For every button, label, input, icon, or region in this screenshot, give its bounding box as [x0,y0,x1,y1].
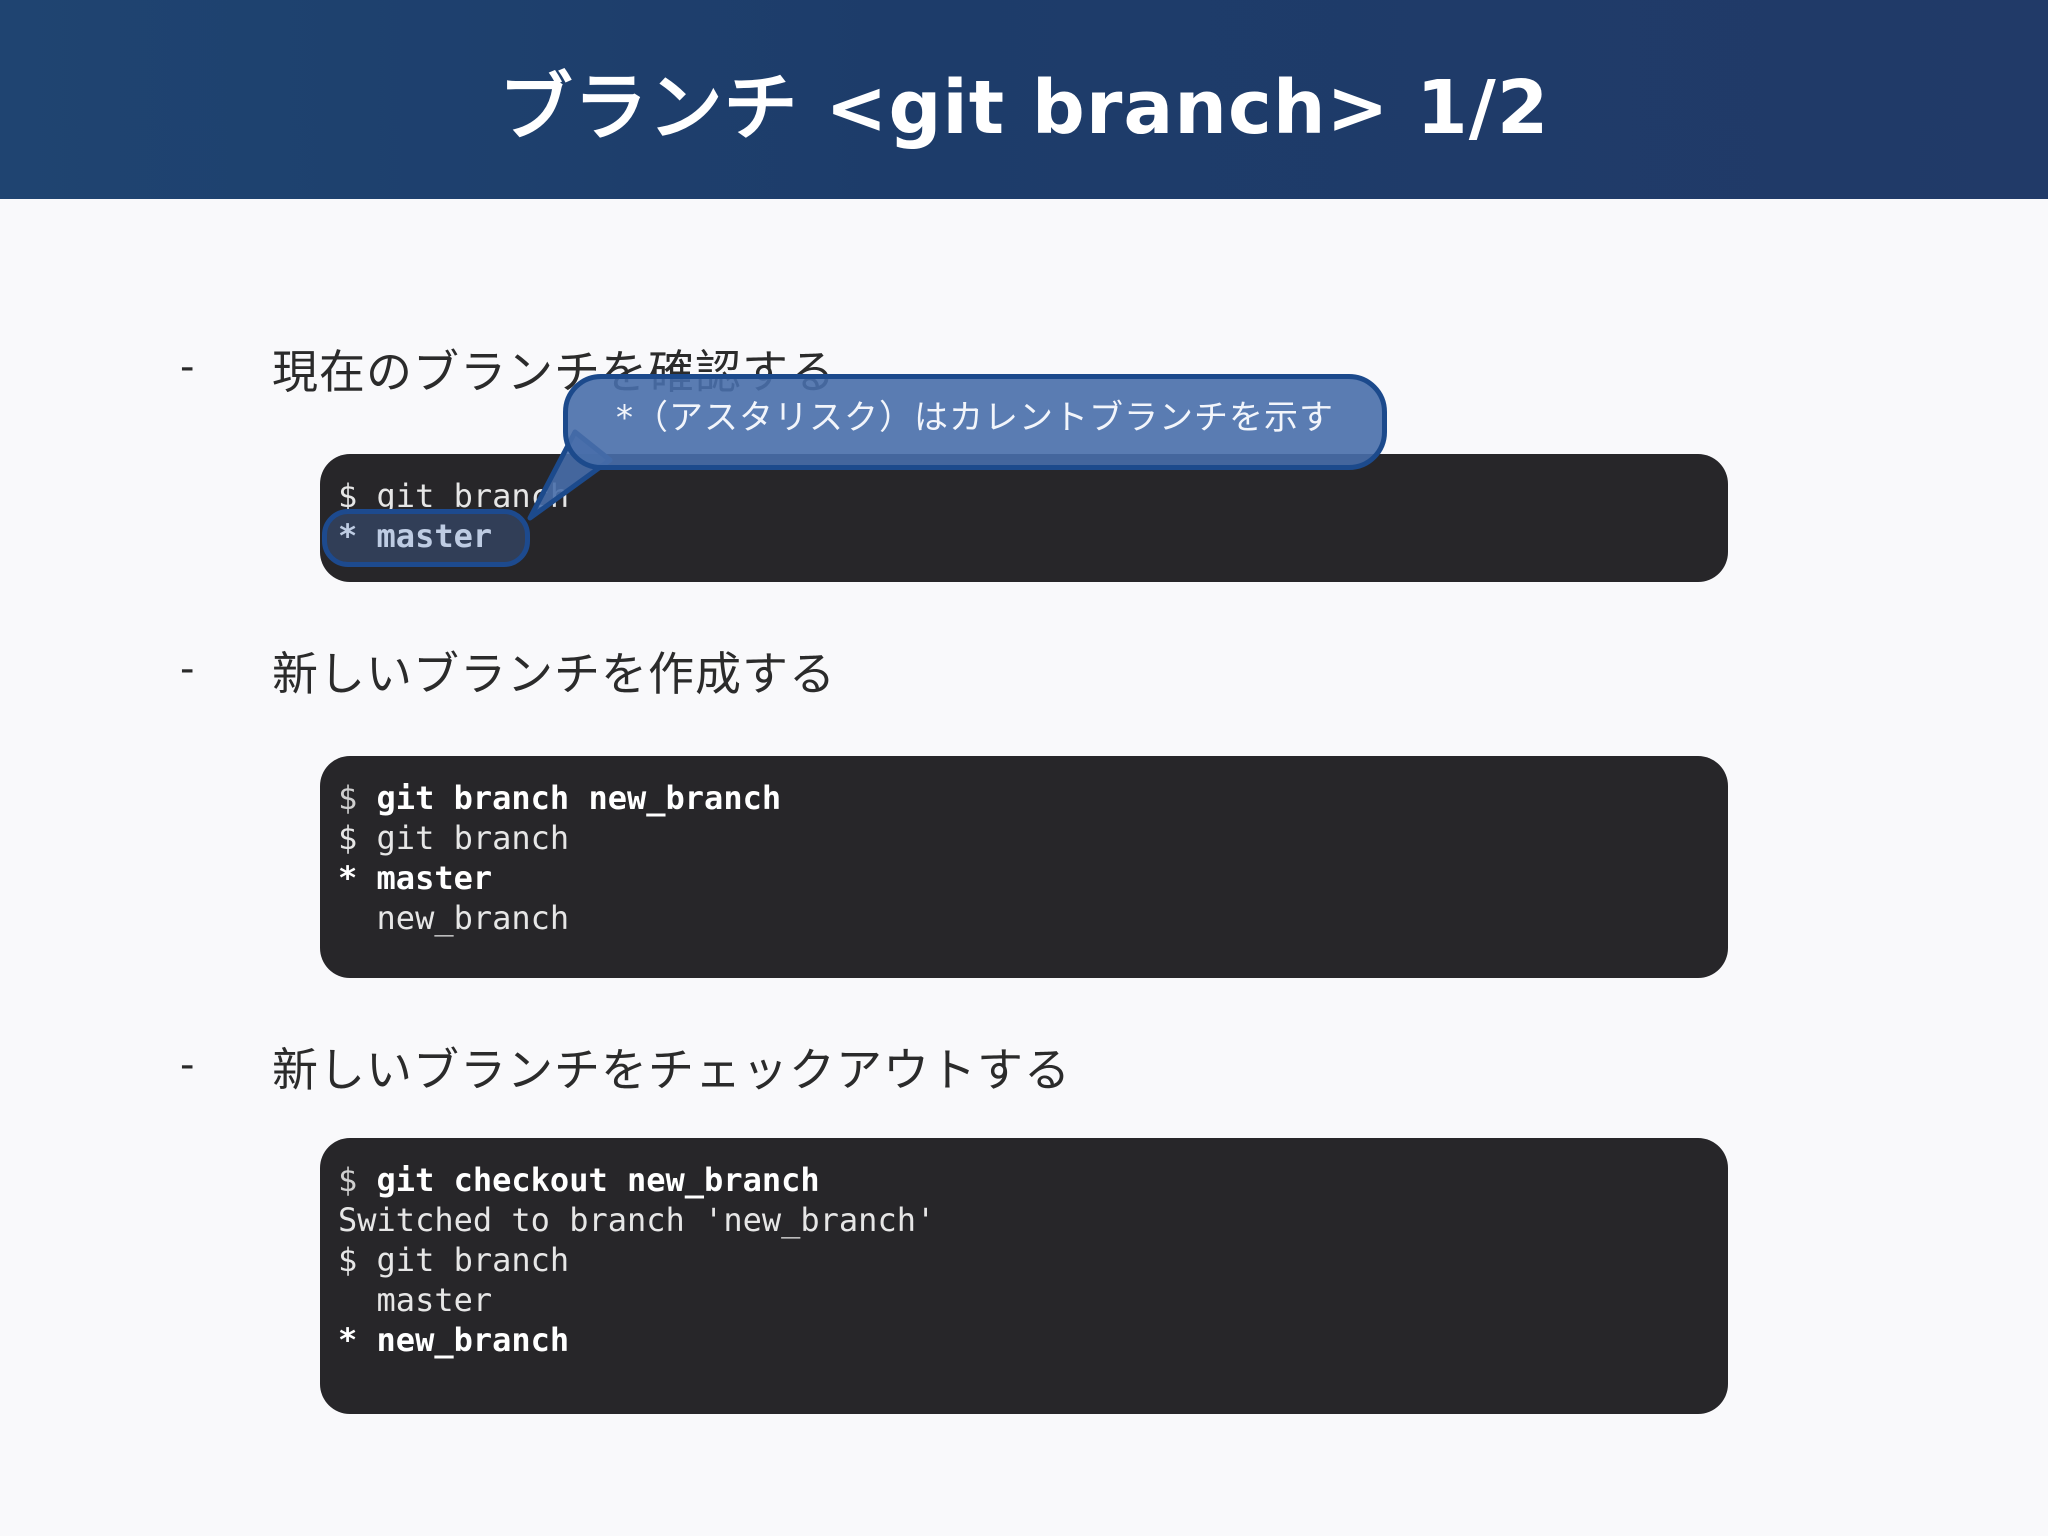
terminal-line: master [338,1281,493,1319]
callout-balloon: *（アスタリスク）はカレントブランチを示す [563,374,1387,470]
terminal-prompt: $ [338,1161,377,1199]
current-branch-highlight [322,509,530,567]
terminal-line: * new_branch [338,1321,570,1359]
terminal-line: $ git branch [338,819,570,857]
terminal-line: new_branch [338,899,570,937]
callout-text: *（アスタリスク）はカレントブランチを示す [616,397,1334,438]
bullet-dash: - [180,1042,195,1088]
terminal-command: git branch new_branch [376,779,782,817]
slide-title: ブランチ <git branch> 1/2 [498,65,1550,151]
terminal-line: $ git branch [338,477,570,515]
slide-header: ブランチ <git branch> 1/2 [0,0,2048,199]
terminal-line: $ git checkout new_branch [338,1160,1710,1200]
terminal-line: $ git branch new_branch [338,778,1710,818]
terminal-line: * master [338,517,493,555]
terminal-line: Switched to branch 'new_branch' [338,1201,936,1239]
bullet-dash: - [180,344,195,390]
terminal-line: * master [338,859,493,897]
bullet-item-2: - 新しいブランチを作成する [0,638,1400,701]
terminal-command: git checkout new_branch [376,1161,820,1199]
bullet-item-3: - 新しいブランチをチェックアウトする [0,1034,1400,1097]
terminal-block-3: $ git checkout new_branch Switched to br… [320,1138,1728,1414]
terminal-line: $ git branch [338,1241,570,1279]
bullet-dash: - [180,646,195,692]
terminal-prompt: $ [338,779,377,817]
bullet-label: 新しいブランチを作成する [272,647,836,701]
terminal-block-1: $ git branch * master [320,454,1728,582]
bullet-label: 新しいブランチをチェックアウトする [272,1043,1071,1097]
terminal-block-2: $ git branch new_branch $ git branch * m… [320,756,1728,978]
